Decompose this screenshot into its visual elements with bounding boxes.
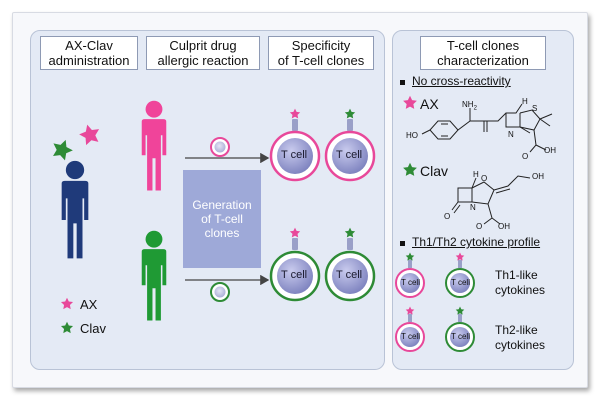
legend-ax-label: AX bbox=[80, 297, 98, 312]
n-label: N bbox=[508, 130, 514, 139]
section-cross-reactivity: No cross-reactivity bbox=[412, 74, 511, 88]
mini-cell-label: T cell bbox=[401, 332, 420, 341]
t-cell-label: T cell bbox=[281, 269, 308, 281]
th1-cytokines-label: Th1-like cytokines bbox=[495, 268, 546, 297]
o-label: O bbox=[522, 152, 529, 161]
t-cell-clav-1 bbox=[324, 108, 376, 182]
t-cell-ax-2 bbox=[269, 227, 321, 302]
generation-box: Generation of T-cell clones bbox=[183, 170, 261, 268]
t-cell-label: T cell bbox=[336, 269, 363, 281]
ax-chem-label: AX bbox=[420, 96, 439, 112]
patient-icon bbox=[61, 160, 89, 259]
bullet bbox=[400, 80, 405, 85]
h-label: H bbox=[473, 170, 479, 179]
patient-clav-allergic-icon bbox=[141, 230, 167, 321]
mini-cell-th2-ax bbox=[395, 306, 425, 352]
legend-ax-icon bbox=[60, 297, 74, 310]
ax-chem-icon bbox=[403, 95, 417, 109]
clavulanate-structure bbox=[451, 175, 531, 225]
characterization-panel bbox=[392, 30, 574, 370]
s-label: S bbox=[532, 104, 538, 113]
t-cell-ax-1 bbox=[269, 108, 321, 182]
small-cell-top bbox=[210, 137, 230, 157]
nh2-label: NH2 bbox=[462, 100, 477, 112]
header-specificity: Specificity of T-cell clones bbox=[268, 36, 374, 70]
small-cell-bottom bbox=[210, 282, 230, 302]
clav-molecule-icon bbox=[49, 136, 76, 162]
clav-chem-icon bbox=[403, 162, 417, 176]
oh-label: OH bbox=[532, 172, 544, 181]
t-cell-label: T cell bbox=[336, 149, 363, 161]
legend-clav-label: Clav bbox=[80, 321, 107, 336]
h-label: H bbox=[522, 97, 528, 106]
section-cytokine-profile: Th1/Th2 cytokine profile bbox=[412, 235, 541, 249]
patient-ax-allergic-icon bbox=[141, 100, 167, 191]
amoxicillin-structure bbox=[421, 103, 553, 153]
o-label: O bbox=[481, 174, 488, 183]
header-reaction: Culprit drug allergic reaction bbox=[146, 36, 260, 70]
mini-cell-th1-clav bbox=[445, 252, 475, 298]
t-cell-clav-2 bbox=[324, 227, 376, 302]
oh-label: OH bbox=[498, 222, 510, 231]
mini-cell-th2-clav bbox=[445, 306, 475, 352]
oh-label: OH bbox=[544, 146, 556, 155]
mini-cell-label: T cell bbox=[401, 278, 420, 287]
ho-label: HO bbox=[406, 131, 418, 140]
legend-clav-icon bbox=[60, 321, 74, 334]
mini-cell-th1-ax bbox=[395, 252, 425, 298]
mini-cell-label: T cell bbox=[451, 278, 470, 287]
o-label: O bbox=[444, 212, 451, 221]
ax-molecule-icon bbox=[77, 121, 103, 147]
header-administration: AX-Clav administration bbox=[40, 36, 138, 70]
n-label: N bbox=[470, 203, 476, 212]
o-label: O bbox=[476, 222, 483, 231]
header-characterization: T-cell clones characterization bbox=[420, 36, 546, 70]
clav-chem-label: Clav bbox=[420, 163, 449, 179]
th2-cytokines-label: Th2-like cytokines bbox=[495, 323, 546, 352]
mini-cell-label: T cell bbox=[451, 332, 470, 341]
bullet bbox=[400, 241, 405, 246]
t-cell-label: T cell bbox=[281, 149, 308, 161]
